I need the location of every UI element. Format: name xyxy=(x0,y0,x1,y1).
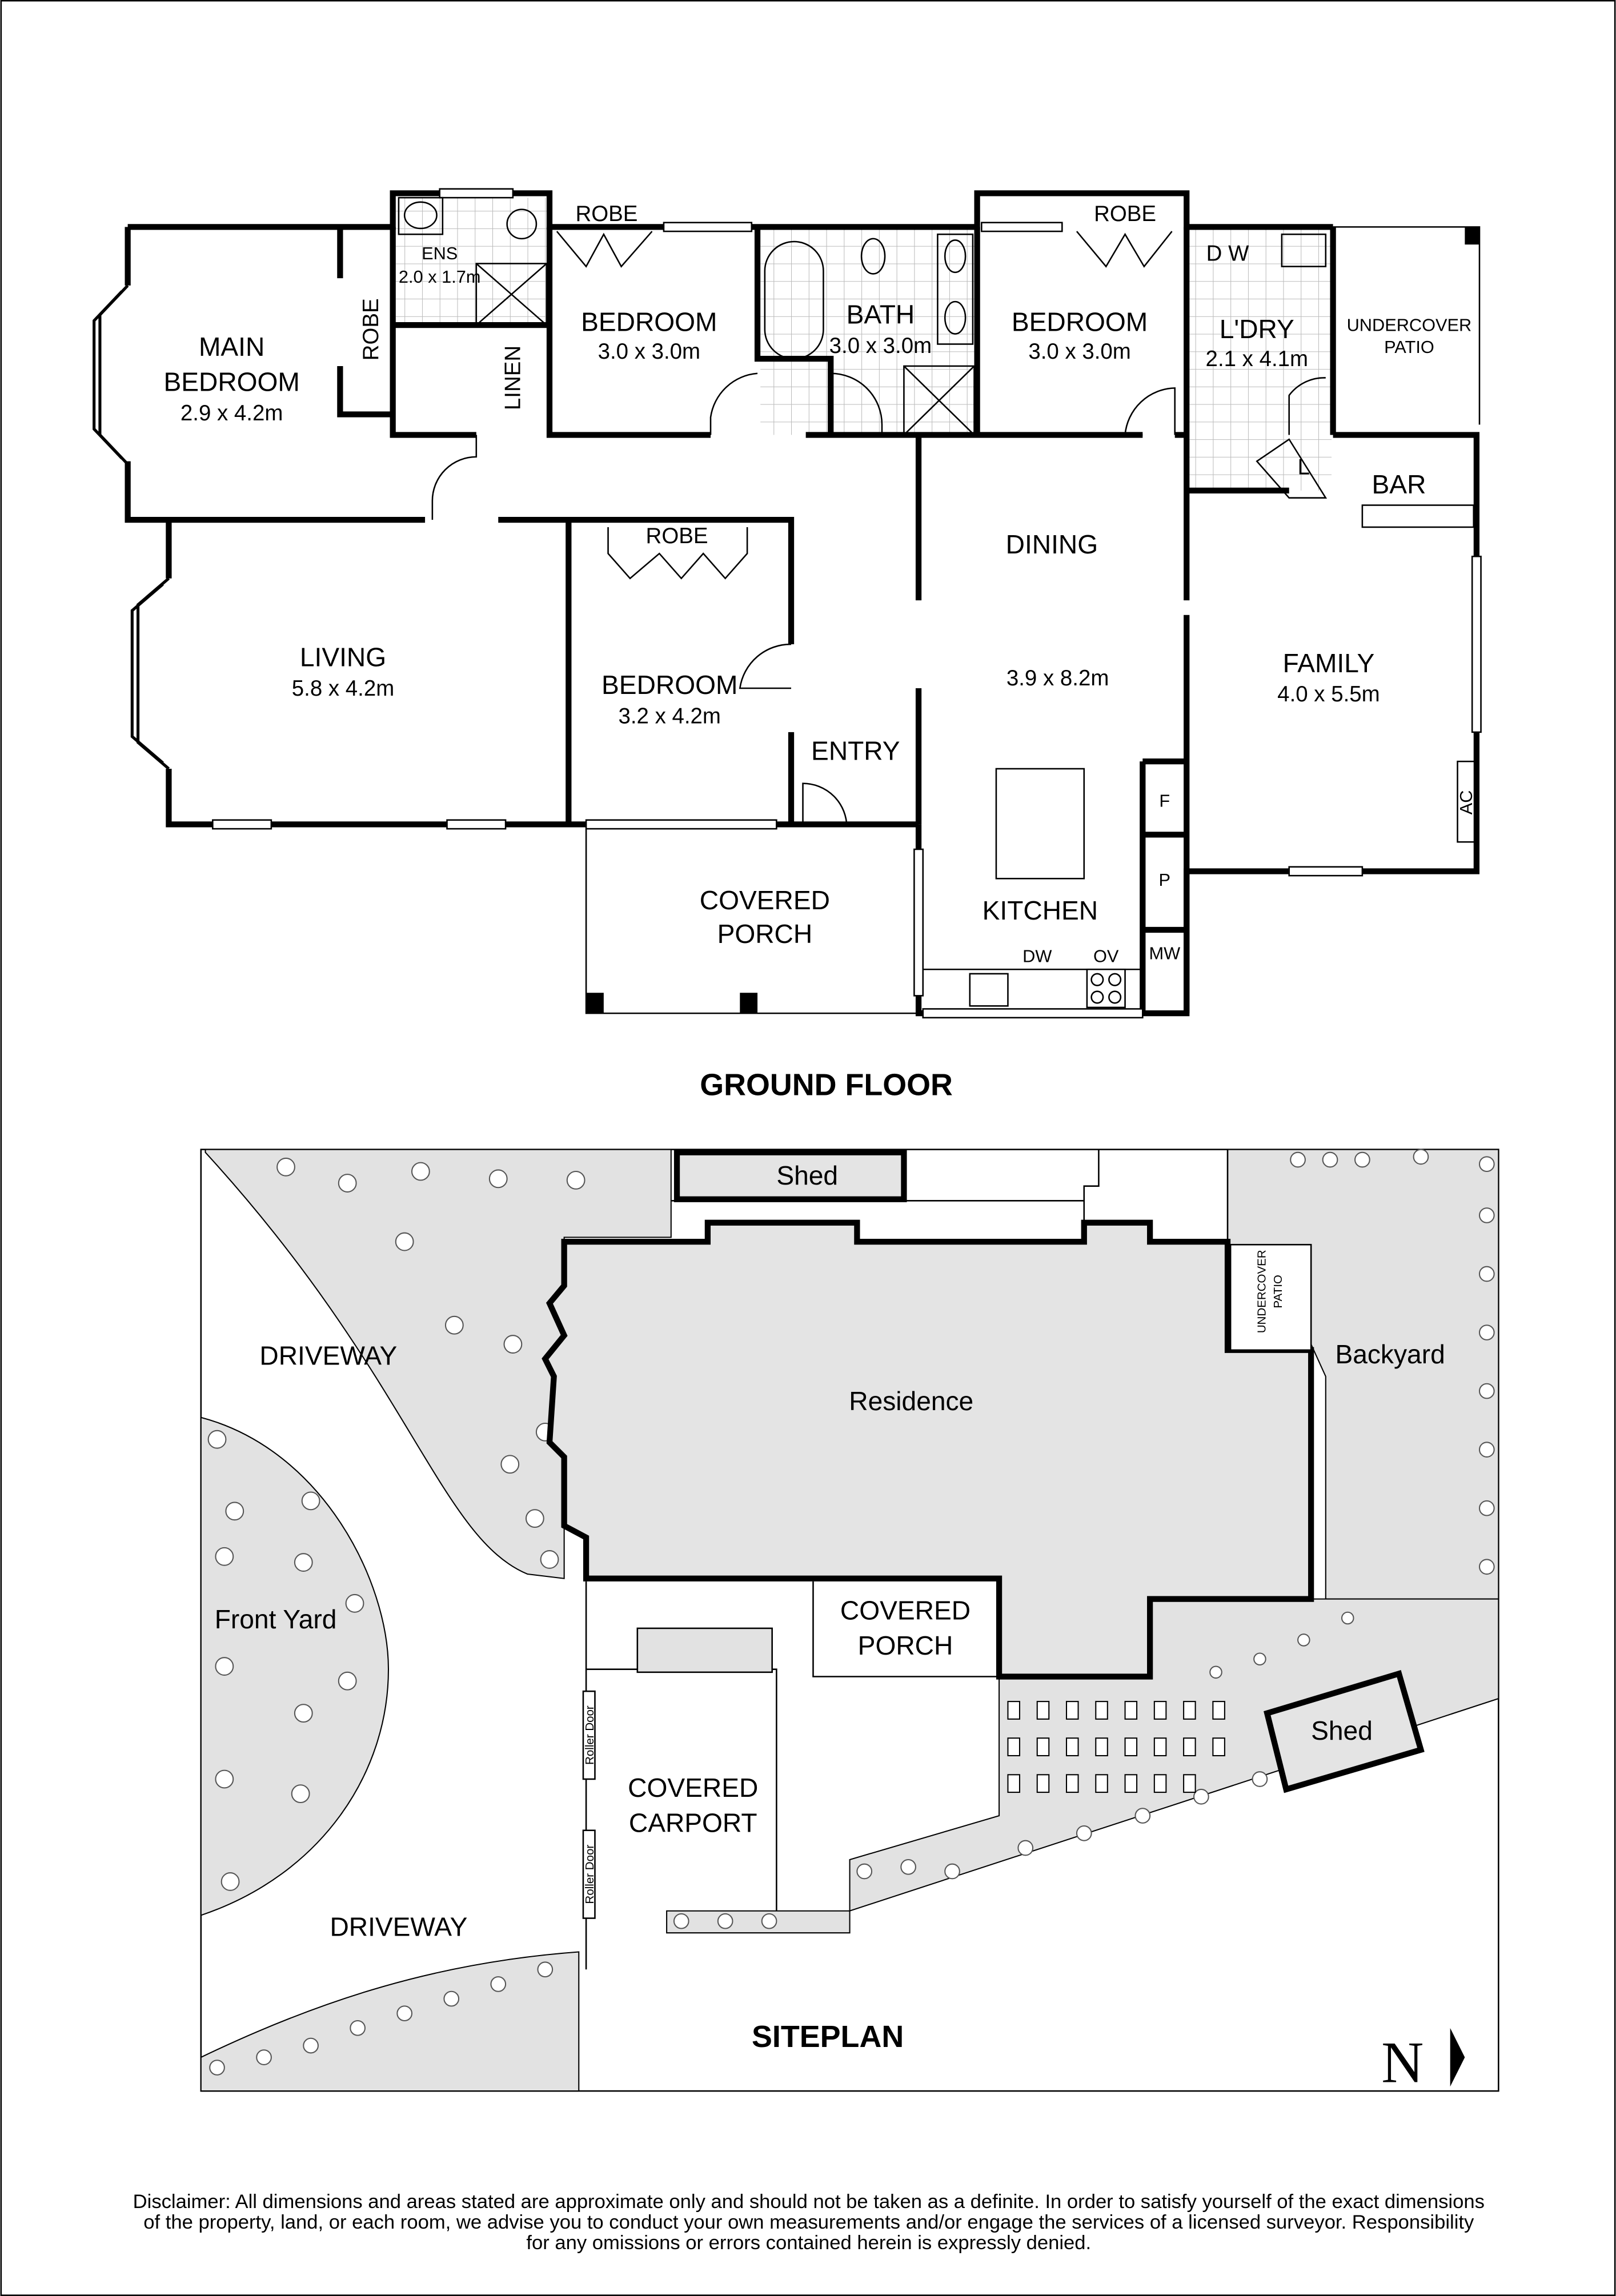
site-label-driveway-top: DRIVEWAY xyxy=(259,1340,397,1370)
disclaimer-line-1: Disclaimer: All dimensions and areas sta… xyxy=(133,2191,1485,2213)
tile-pattern xyxy=(395,198,1332,491)
kitchen-dishwasher: DW xyxy=(1022,946,1052,966)
room-label-main-robe: ROBE xyxy=(359,298,383,360)
site-label-roller-door-1: Roller Door xyxy=(583,1705,596,1765)
door-swings xyxy=(431,372,1328,828)
laundry-appliances: D W xyxy=(1206,241,1249,266)
residence-outline xyxy=(542,1219,1314,1680)
room-label-bar: BAR xyxy=(1372,469,1426,499)
room-dims-bath: 3.0 x 3.0m xyxy=(829,334,932,358)
room-label-laundry: L'DRY xyxy=(1220,314,1294,344)
room-label-dining: DINING xyxy=(1006,529,1098,559)
room-label-robe-bed2: ROBE xyxy=(576,202,638,226)
kitchen-microwave: MW xyxy=(1149,943,1180,963)
site-label-covered-carport-2: CARPORT xyxy=(629,1808,757,1837)
north-arrow-icon xyxy=(1450,2028,1465,2087)
site-label-front-yard: Front Yard xyxy=(215,1604,337,1634)
siteplan: Shed Shed DRIVEWAY DRIVEWAY Front Yard R… xyxy=(200,1149,1499,2096)
room-dims-family: 4.0 x 5.5m xyxy=(1277,682,1380,707)
room-dims-laundry: 2.1 x 4.1m xyxy=(1206,347,1308,371)
site-label-covered-porch-2: PORCH xyxy=(858,1631,953,1660)
room-label-main-bedroom-2: BEDROOM xyxy=(163,367,299,397)
room-label-main-bedroom: MAIN xyxy=(199,332,264,362)
kitchen-oven: OV xyxy=(1093,946,1119,966)
room-dims-main-bedroom: 2.9 x 4.2m xyxy=(181,401,283,426)
shed-right xyxy=(1264,1669,1425,1793)
garden-bed-top xyxy=(204,1149,672,1579)
site-lines xyxy=(671,1149,1229,1242)
room-label-undercover-patio: UNDERCOVER xyxy=(1347,315,1472,335)
room-label-covered-porch-2: PORCH xyxy=(717,919,813,949)
site-label-undercover: UNDERCOVER xyxy=(1256,1250,1269,1333)
shed-top xyxy=(673,1149,907,1202)
driveway-edge-garden xyxy=(200,1951,580,2092)
room-label-living: LIVING xyxy=(300,643,386,672)
laundry-linen-cupboard: L xyxy=(1298,455,1310,480)
roller-door-1 xyxy=(582,1690,596,1780)
room-dims-ensuite: 2.0 x 1.7m xyxy=(399,267,481,287)
main-bedroom-bay-window xyxy=(93,284,129,465)
site-label-covered-porch: COVERED xyxy=(840,1596,971,1625)
site-label-shed-right: Shed xyxy=(1311,1716,1373,1745)
room-dims-bedroom-3: 3.0 x 3.0m xyxy=(1028,339,1130,364)
room-label-ensuite: ENS xyxy=(422,243,458,263)
undercover-patio-site xyxy=(1229,1243,1312,1351)
north-arrow: N xyxy=(1381,2028,1465,2096)
room-dims-dining: 3.9 x 8.2m xyxy=(1007,666,1109,691)
garden-plants xyxy=(207,1149,1495,2076)
room-dims-bedroom-4: 3.2 x 4.2m xyxy=(618,704,720,729)
room-label-bedroom-4: BEDROOM xyxy=(602,670,737,700)
disclaimer-line-2: of the property, land, or each room, we … xyxy=(143,2211,1474,2233)
site-label-covered-carport: COVERED xyxy=(628,1773,758,1803)
living-bay-window xyxy=(130,577,170,770)
carport-shelf xyxy=(636,1627,773,1673)
site-label-residence: Residence xyxy=(849,1386,973,1416)
robe-doors xyxy=(556,231,1173,580)
kitchen-fridge: F xyxy=(1159,791,1170,811)
site-label-patio: PATIO xyxy=(1272,1275,1285,1308)
site-label-backyard: Backyard xyxy=(1335,1339,1445,1369)
room-label-robe-bed4: ROBE xyxy=(646,524,708,548)
kitchen-fixtures xyxy=(923,504,1476,1009)
room-label-bedroom-3: BEDROOM xyxy=(1012,307,1148,336)
siteplan-title: SITEPLAN xyxy=(752,2020,904,2054)
room-label-robe-bed3: ROBE xyxy=(1094,202,1156,226)
room-label-undercover-patio-2: PATIO xyxy=(1384,337,1434,357)
room-label-entry: ENTRY xyxy=(811,736,900,766)
front-yard-lawn xyxy=(200,1416,390,1916)
room-label-bath: BATH xyxy=(847,300,915,330)
disclaimer-line-3: for any omissions or errors contained he… xyxy=(526,2232,1091,2254)
ground-floor-title: GROUND FLOOR xyxy=(700,1068,953,1102)
site-label-roller-door-2: Roller Door xyxy=(583,1845,596,1904)
ground-floor-plan: MAIN BEDROOM 2.9 x 4.2m ROBE ENS 2.0 x 1… xyxy=(93,188,1482,1102)
roller-door-2 xyxy=(582,1829,596,1919)
room-dims-bedroom-2: 3.0 x 3.0m xyxy=(598,339,700,364)
room-label-bedroom-2: BEDROOM xyxy=(581,307,717,336)
site-label-driveway-bottom: DRIVEWAY xyxy=(330,1912,467,1941)
room-dims-living: 5.8 x 4.2m xyxy=(292,676,394,701)
carport-garden xyxy=(666,1910,851,1934)
kitchen-pantry: P xyxy=(1159,870,1171,890)
room-label-kitchen: KITCHEN xyxy=(983,896,1098,925)
site-label-shed-top: Shed xyxy=(776,1161,838,1190)
north-arrow-letter: N xyxy=(1381,2031,1423,2096)
pavers xyxy=(1007,1701,1225,1793)
room-label-linen: LINEN xyxy=(501,346,526,410)
bathroom-fixtures xyxy=(398,196,1327,436)
windows xyxy=(212,188,1482,1019)
room-label-covered-porch: COVERED xyxy=(700,885,830,915)
room-label-family: FAMILY xyxy=(1283,648,1375,678)
family-ac: AC xyxy=(1456,790,1476,815)
